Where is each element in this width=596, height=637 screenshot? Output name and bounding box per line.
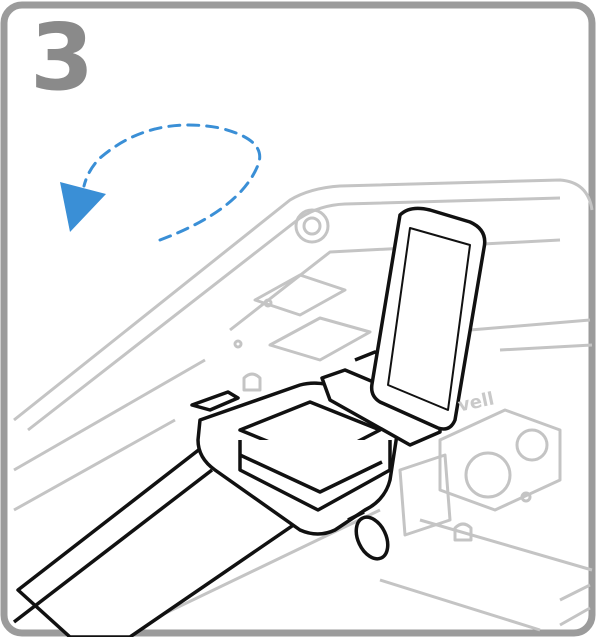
strap-ring: [347, 510, 390, 561]
step-number: 3: [30, 4, 95, 111]
strap-flap: [369, 206, 487, 431]
rotate-direction-icon: [60, 123, 262, 242]
